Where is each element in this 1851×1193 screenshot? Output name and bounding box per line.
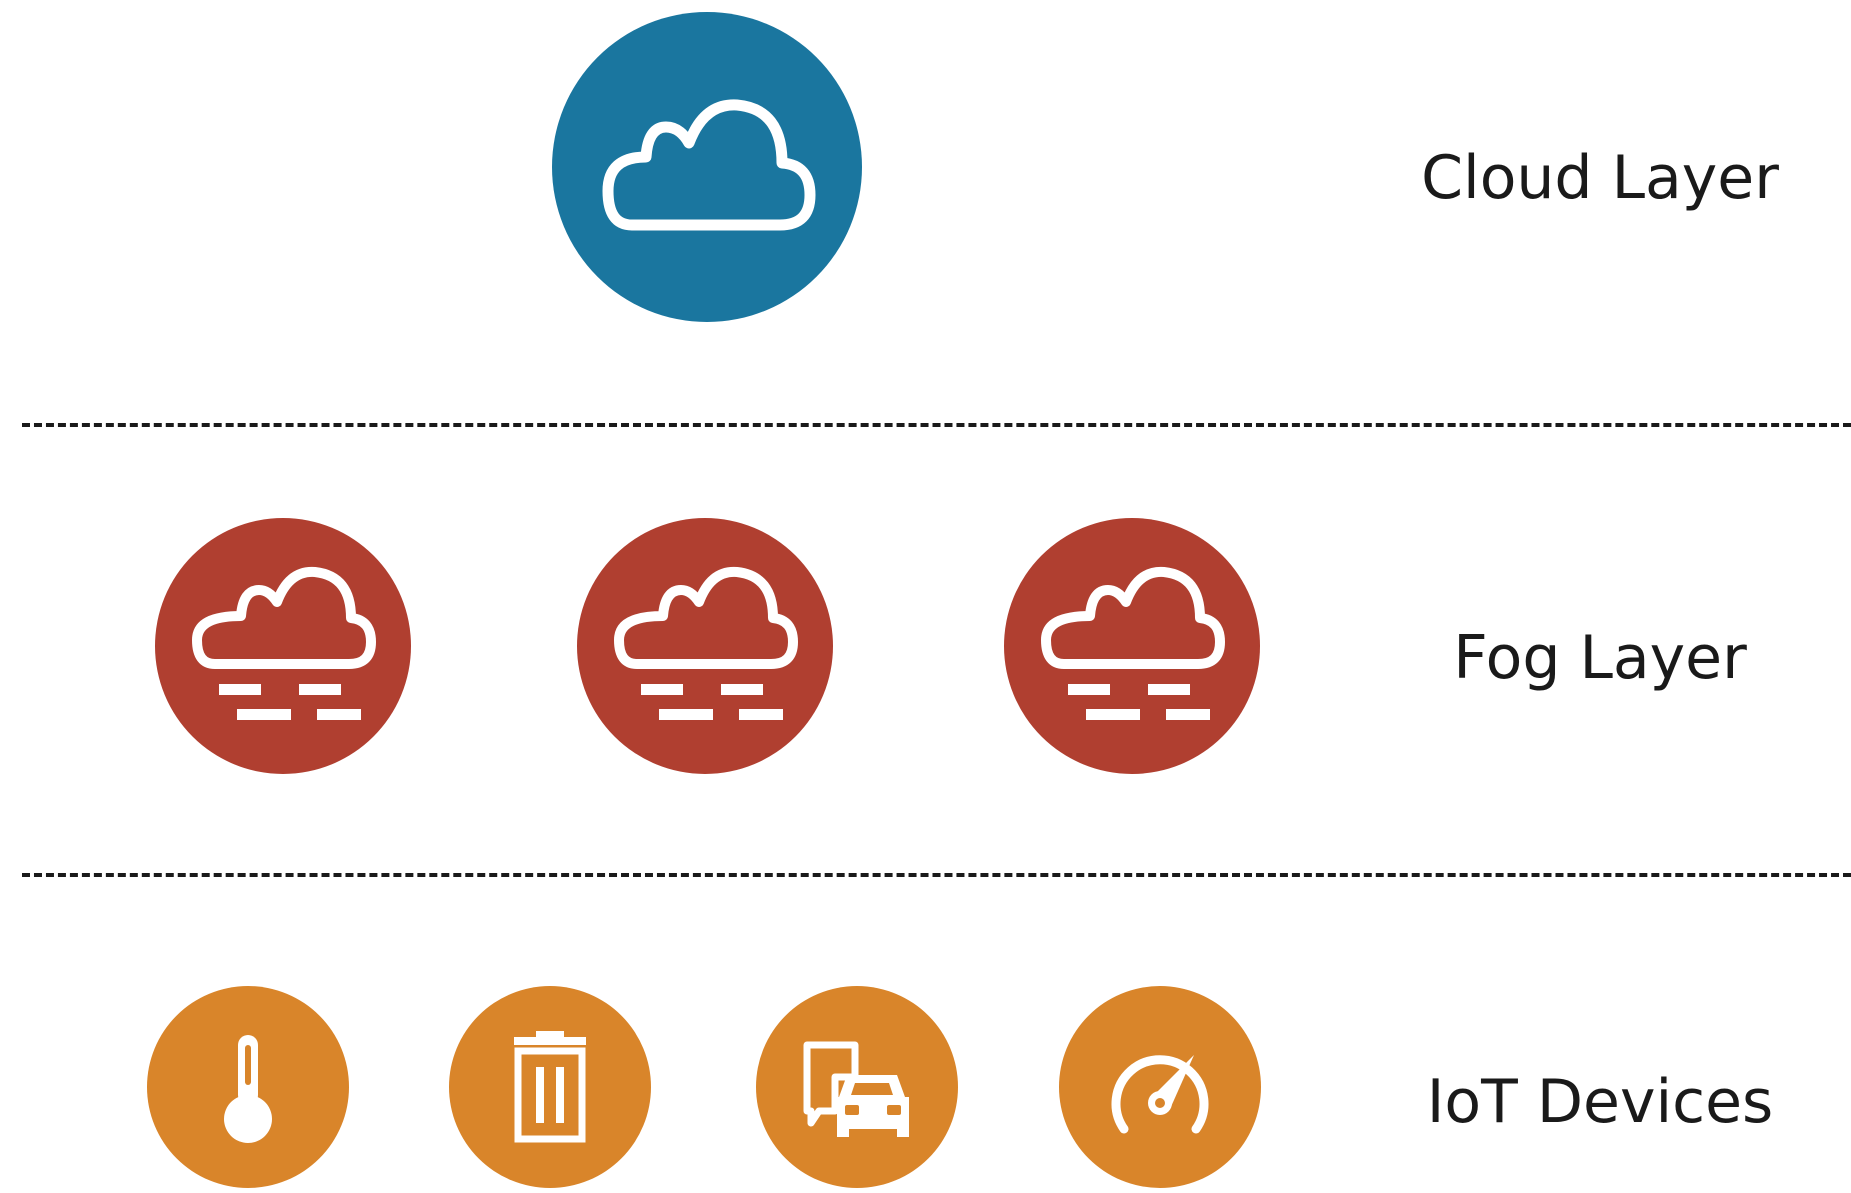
cloud-layer-label: Cloud Layer <box>1421 143 1779 213</box>
divider-fog-iot <box>22 873 1851 877</box>
iot-device-traffic <box>756 986 958 1188</box>
iot-device-thermometer <box>147 986 349 1188</box>
iot-device-trash-bin <box>449 986 651 1188</box>
speedometer-icon <box>1111 1055 1209 1134</box>
fog-node <box>155 518 411 774</box>
fog-layer-label: Fog Layer <box>1453 623 1747 693</box>
cloud-icon <box>602 99 816 231</box>
fog-icon <box>1041 566 1225 720</box>
thermometer-icon <box>224 1035 272 1143</box>
fog-node <box>1004 518 1260 774</box>
iot-layer-label: IoT Devices <box>1426 1067 1774 1137</box>
trash-bin-icon <box>514 1031 586 1143</box>
fog-node <box>577 518 833 774</box>
cloud-node <box>552 12 862 322</box>
fog-icon <box>614 566 798 720</box>
fog-icon <box>192 566 376 720</box>
traffic-icon <box>803 1041 909 1137</box>
divider-cloud-fog <box>22 423 1851 427</box>
iot-device-speedometer <box>1059 986 1261 1188</box>
